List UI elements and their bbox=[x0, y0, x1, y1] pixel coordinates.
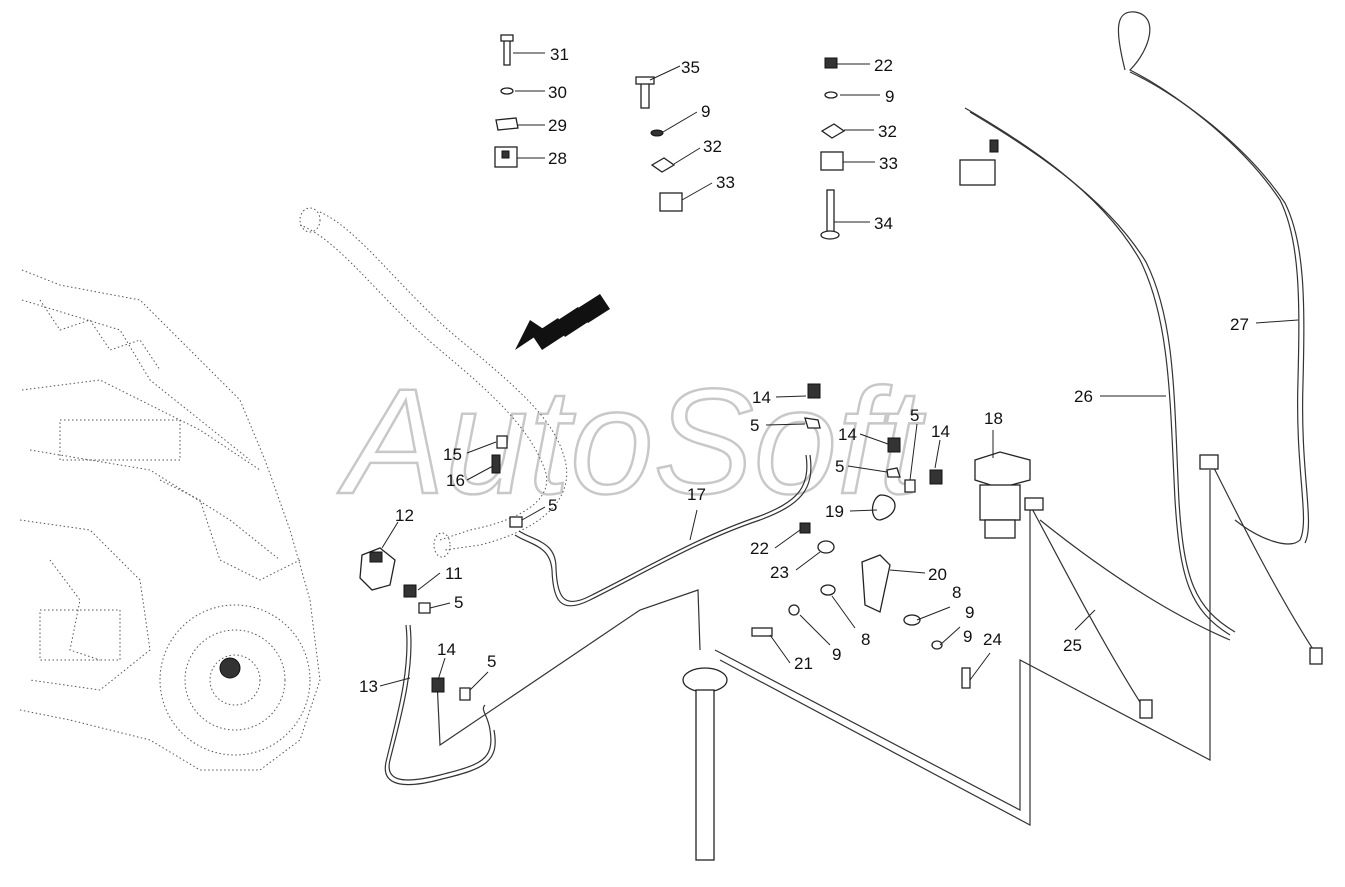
callout-label: 5 bbox=[835, 457, 844, 476]
callout-label: 35 bbox=[681, 58, 700, 77]
callout-label: 9 bbox=[885, 87, 894, 106]
callout-label: 16 bbox=[446, 471, 465, 490]
callout-label: 23 bbox=[770, 563, 789, 582]
small-parts bbox=[403, 383, 971, 701]
exhaust-pipe bbox=[299, 207, 568, 558]
callout-label: 22 bbox=[874, 56, 893, 75]
callout-labels: 31 30 29 28 35 9 32 33 22 9 32 33 34 27 … bbox=[359, 45, 1249, 696]
wire-harness bbox=[959, 11, 1310, 636]
callout-label: 18 bbox=[984, 409, 1003, 428]
callout-label: 14 bbox=[437, 640, 456, 659]
callout-label: 8 bbox=[861, 630, 870, 649]
callout-label: 14 bbox=[931, 422, 950, 441]
engine-illustration bbox=[19, 269, 321, 771]
callout-label: 15 bbox=[443, 445, 462, 464]
callout-label: 14 bbox=[838, 425, 857, 444]
callout-label: 17 bbox=[687, 485, 706, 504]
hardware-column-left bbox=[494, 34, 545, 168]
callout-label: 29 bbox=[548, 116, 567, 135]
sensor-harness bbox=[1024, 454, 1323, 719]
callout-label: 12 bbox=[395, 506, 414, 525]
callout-label: 33 bbox=[716, 173, 735, 192]
callout-label: 11 bbox=[445, 564, 463, 583]
callout-label: 34 bbox=[874, 214, 893, 233]
callout-label: 5 bbox=[750, 416, 759, 435]
direction-arrow-icon bbox=[515, 294, 610, 350]
callout-label: 26 bbox=[1074, 387, 1093, 406]
callout-label: 25 bbox=[1063, 636, 1082, 655]
watermark: AutoSoft bbox=[337, 357, 926, 525]
leader-lines bbox=[417, 395, 991, 691]
callout-label: 5 bbox=[910, 406, 919, 425]
callout-label: 27 bbox=[1230, 315, 1249, 334]
callout-label: 19 bbox=[825, 502, 844, 521]
callout-label: 9 bbox=[832, 645, 841, 664]
callout-label: 32 bbox=[878, 122, 897, 141]
callout-label: 31 bbox=[550, 45, 569, 64]
callout-label: 28 bbox=[548, 149, 567, 168]
callout-label: 33 bbox=[879, 154, 898, 173]
callout-label: 8 bbox=[952, 583, 961, 602]
callout-label: 9 bbox=[701, 102, 710, 121]
callout-label: 32 bbox=[703, 137, 722, 156]
callout-label: 24 bbox=[983, 630, 1002, 649]
callout-label: 13 bbox=[359, 677, 378, 696]
callout-label: 22 bbox=[750, 539, 769, 558]
callout-label: 5 bbox=[548, 496, 557, 515]
callout-label: 20 bbox=[928, 565, 947, 584]
heater-unit bbox=[974, 430, 1031, 539]
callout-label: 9 bbox=[963, 627, 972, 646]
hardware-column-middle bbox=[635, 65, 713, 212]
callout-label: 5 bbox=[487, 652, 496, 671]
callout-label: 30 bbox=[548, 83, 567, 102]
hardware-column-right bbox=[820, 57, 880, 240]
callout-label: 9 bbox=[965, 603, 974, 622]
tank-probe bbox=[436, 470, 1211, 861]
callout-label: 5 bbox=[454, 593, 463, 612]
callout-label: 14 bbox=[752, 388, 771, 407]
fuel-lines bbox=[359, 454, 812, 786]
callout-label: 21 bbox=[794, 654, 813, 673]
